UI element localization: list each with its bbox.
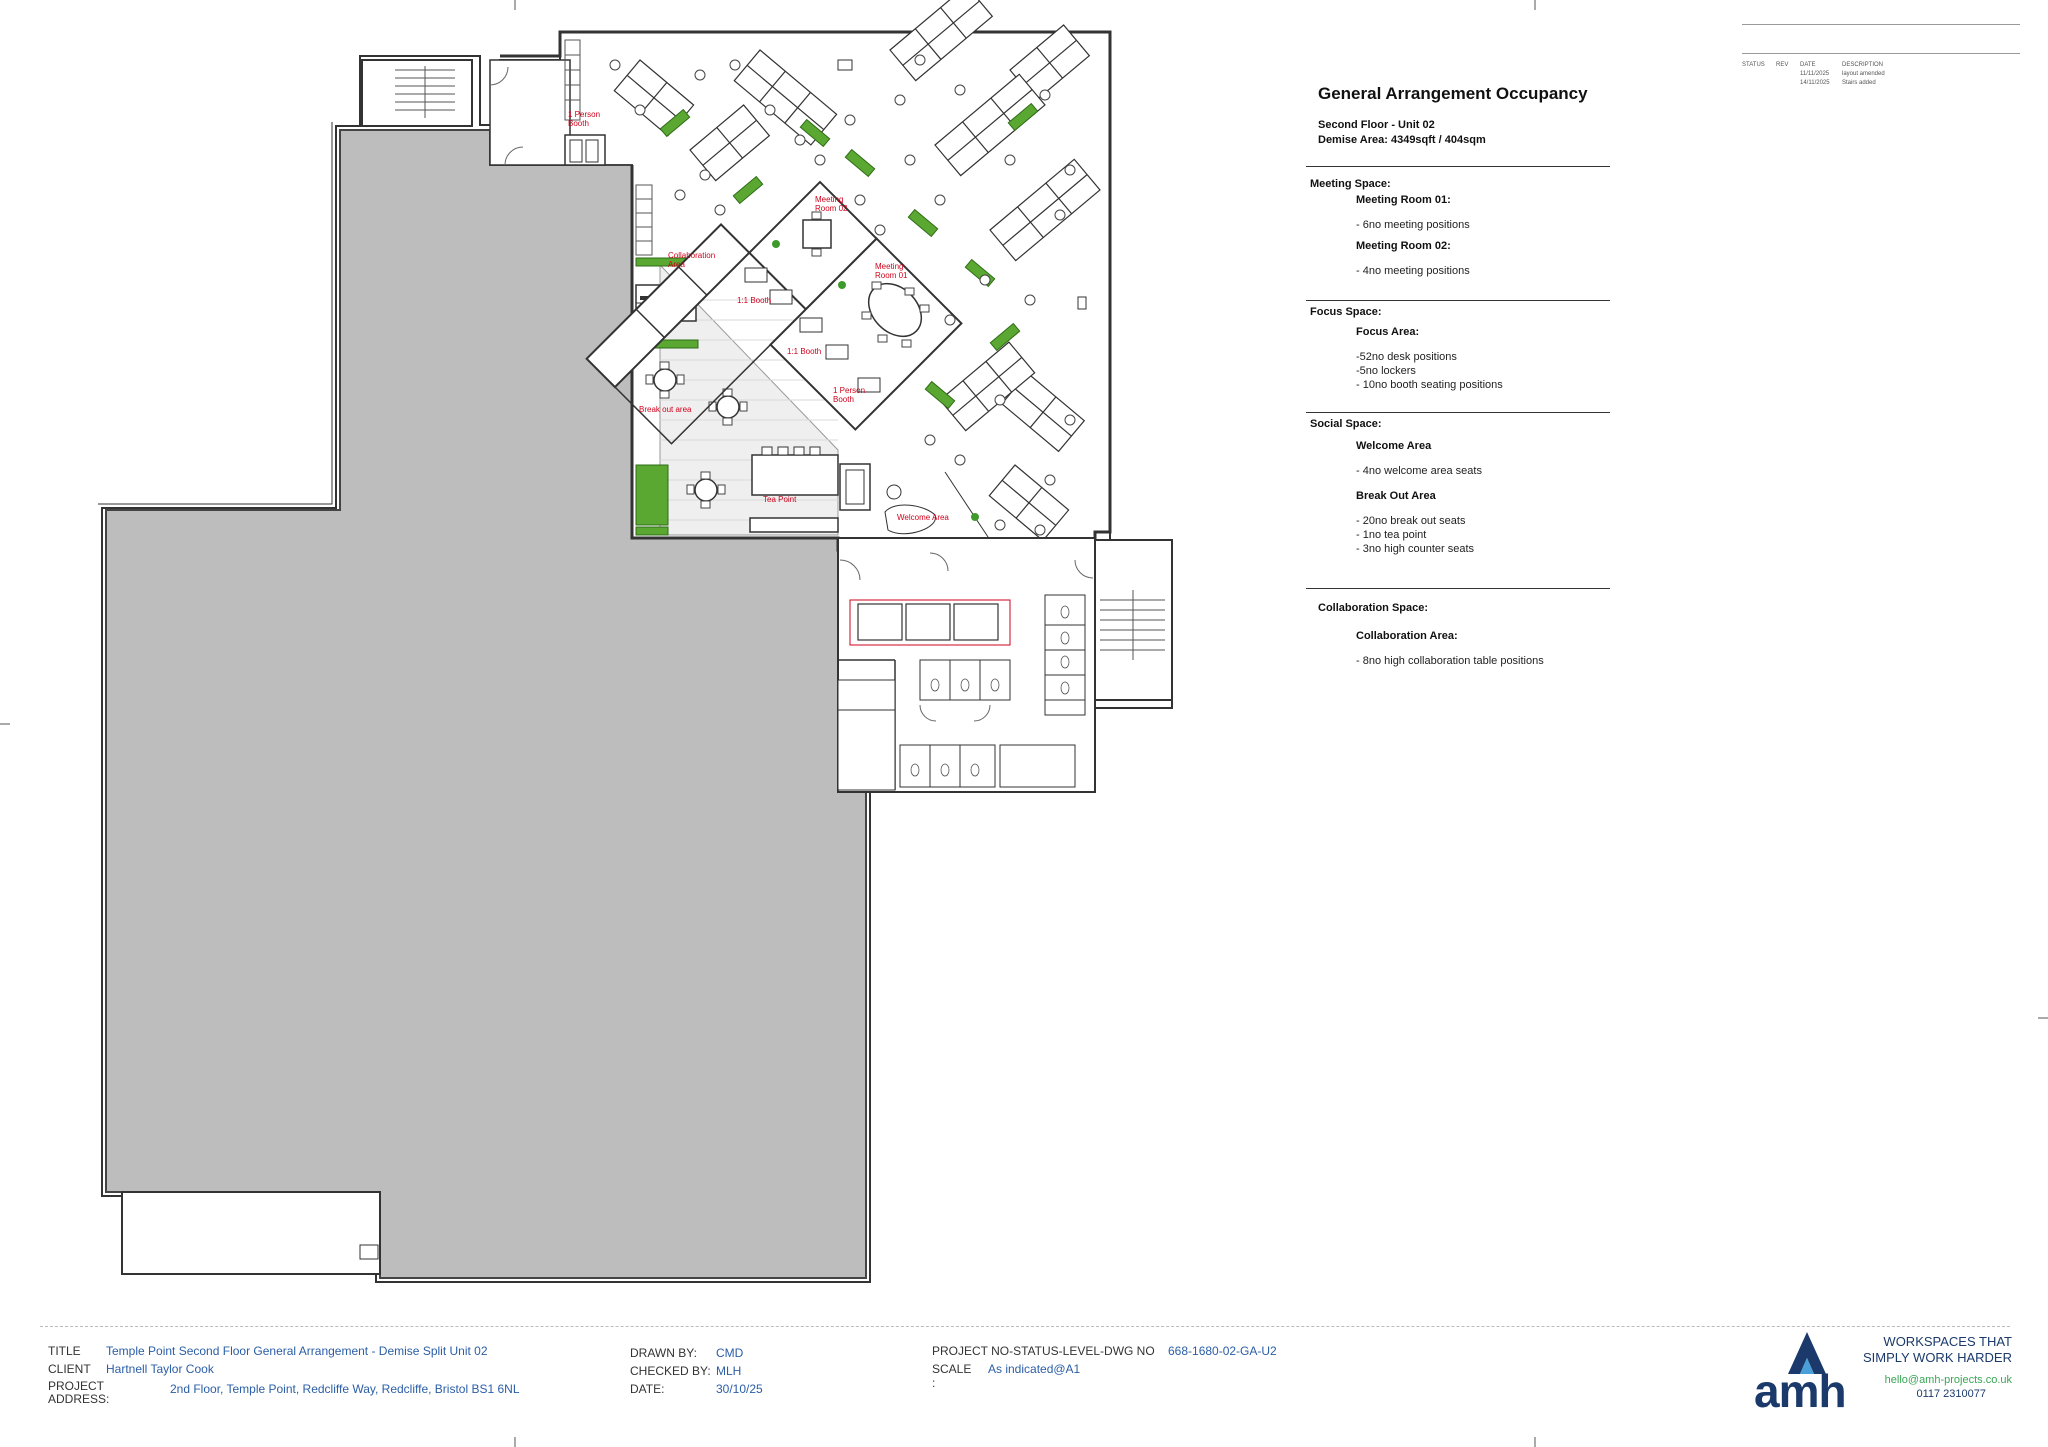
rev-header-date: DATE	[1800, 62, 1816, 68]
section-meeting: Meeting Space: Meeting Room 01: - 6no me…	[1310, 178, 1470, 277]
client-label: CLIENT	[48, 1362, 91, 1376]
amh-logo-text: amh	[1754, 1365, 1847, 1417]
project-number-label: PROJECT NO-STATUS-LEVEL-DWG NO	[932, 1344, 1155, 1358]
drawn-by: CMD	[716, 1346, 744, 1360]
project-number: 668-1680-02-GA-U2	[1168, 1344, 1277, 1358]
title-block: TITLE Temple Point Second Floor General …	[48, 1344, 1988, 1444]
checked-by-label: CHECKED BY:	[630, 1364, 711, 1378]
drawing-title: Temple Point Second Floor General Arrang…	[106, 1344, 488, 1358]
occupancy-schedule: General Arrangement Occupancy Second Flo…	[1306, 84, 1610, 667]
label-welcome-area: Welcome Area	[897, 513, 949, 522]
title-label: TITLE	[48, 1344, 81, 1358]
scale-label: SCALE	[932, 1362, 972, 1376]
tagline-line-2: SIMPLY WORK HARDER	[1862, 1350, 2012, 1365]
contact-phone: 0117 2310077	[1916, 1388, 1986, 1400]
rev-row: 11/11/2025 layout amended	[1800, 71, 1885, 77]
project-address: 2nd Floor, Temple Point, Redcliffe Way, …	[170, 1382, 520, 1396]
schedule-title: General Arrangement Occupancy	[1318, 84, 1588, 103]
revision-table: STATUS REV DATE DESCRIPTION 11/11/2025 l…	[1742, 24, 2020, 86]
address-label: PROJECT ADDRESS:	[48, 1379, 110, 1406]
drawing-date: 30/10/25	[716, 1382, 763, 1396]
rev-header-description: DESCRIPTION	[1842, 62, 1884, 68]
rev-header-rev: REV	[1776, 62, 1789, 68]
rev-header-status: STATUS	[1742, 62, 1765, 68]
section-social: Social Space: Welcome Area - 4no welcome…	[1310, 418, 1482, 555]
label-booth-1: 1:1 Booth	[737, 296, 771, 305]
client-name: Hartnell Taylor Cook	[106, 1362, 214, 1376]
branding-tagline: WORKSPACES THAT SIMPLY WORK HARDER hello…	[1852, 1334, 2012, 1400]
amh-logo: amh	[1752, 1330, 1862, 1416]
label-booth-2: 1:1 Booth	[787, 347, 821, 356]
schedule-demise: Demise Area: 4349sqft / 404sqm	[1318, 134, 1486, 146]
section-focus: Focus Space: Focus Area: -52no desk posi…	[1310, 306, 1503, 391]
rev-row: 14/11/2025 Stairs added	[1800, 80, 1876, 86]
contact-email[interactable]: hello@amh-projects.co.uk	[1884, 1374, 2012, 1386]
title-block-rule	[40, 1326, 2010, 1327]
schedule-floor: Second Floor - Unit 02	[1318, 119, 1435, 131]
date-label: DATE:	[630, 1382, 665, 1396]
drawn-by-label: DRAWN BY:	[630, 1346, 697, 1360]
section-collaboration: Collaboration Space: Collaboration Area:…	[1318, 602, 1544, 667]
colon-mark: :	[932, 1376, 936, 1390]
amh-logo-mark-icon	[1788, 1332, 1826, 1374]
checked-by: MLH	[716, 1364, 742, 1378]
tagline-line-1: WORKSPACES THAT	[1883, 1334, 2012, 1349]
label-tea-point: Tea Point	[763, 495, 797, 504]
label-break-out-area: Break out area	[639, 405, 692, 414]
drawing-scale: As indicated@A1	[988, 1362, 1081, 1376]
